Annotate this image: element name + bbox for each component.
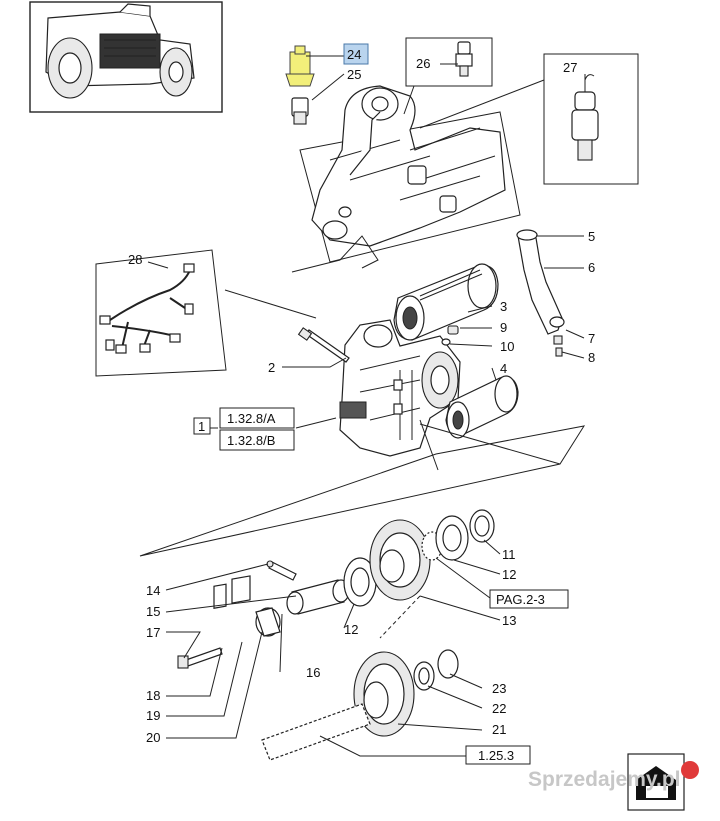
callout-14: 14 xyxy=(146,583,160,598)
callout-25: 25 xyxy=(347,67,361,82)
hydraulic-pump xyxy=(224,235,461,457)
filter-3 xyxy=(393,263,499,341)
ref-box-b xyxy=(219,429,295,451)
inset-part-26 xyxy=(405,37,493,87)
callout-27: 27 xyxy=(563,60,577,75)
callout-9: 9 xyxy=(500,320,507,335)
callout-7: 7 xyxy=(588,331,595,346)
callout-19: 19 xyxy=(146,708,160,723)
callout-23: 23 xyxy=(492,681,506,696)
ref-label-a: 1.32.8/A xyxy=(227,411,276,426)
ref-box-1 xyxy=(193,417,211,435)
callout-12-lower: 12 xyxy=(344,622,358,637)
bolt-2 xyxy=(297,327,350,363)
callout-6: 6 xyxy=(588,260,595,275)
callout-labels: 1 2 3 4 5 6 7 8 9 10 11 12 12 13 14 15 1… xyxy=(128,47,595,745)
callout-22: 22 xyxy=(492,701,506,716)
callout-11: 11 xyxy=(502,547,516,562)
callout-17: 17 xyxy=(146,625,160,640)
ref-box-pag xyxy=(489,589,569,609)
ref-label-b: 1.32.8/B xyxy=(227,433,275,448)
callout-21: 21 xyxy=(492,722,506,737)
callout-18: 18 xyxy=(146,688,160,703)
reference-labels: 1.32.8/A 1.32.8/B PAG.2-3 1.25.3 xyxy=(227,411,545,763)
leader-lines xyxy=(147,55,586,757)
watermark-badge xyxy=(681,761,699,779)
reference-boxes xyxy=(193,43,569,765)
hydraulic-housing xyxy=(299,85,521,263)
callout-3: 3 xyxy=(500,299,507,314)
highlight-24 xyxy=(343,43,369,65)
callout-5: 5 xyxy=(588,229,595,244)
tractor-thumbnail xyxy=(29,1,223,113)
ref-label-pag: PAG.2-3 xyxy=(496,592,545,607)
callout-4: 4 xyxy=(500,361,507,376)
gear-assembly xyxy=(139,425,586,761)
callout-12-upper: 12 xyxy=(502,567,516,582)
callout-15: 15 xyxy=(146,604,160,619)
callout-8: 8 xyxy=(588,350,595,365)
callout-26: 26 xyxy=(416,56,430,71)
pipe-5-6 xyxy=(516,229,565,357)
callout-28: 28 xyxy=(128,252,142,267)
filter-4 xyxy=(445,375,519,439)
next-page-icon[interactable] xyxy=(627,753,685,811)
inset-part-27 xyxy=(543,53,639,185)
callout-24: 24 xyxy=(347,47,361,62)
pressure-sensor-24 xyxy=(285,45,315,125)
callout-2: 2 xyxy=(268,360,275,375)
watermark: Sprzedajemy.pl xyxy=(528,768,681,791)
callout-1: 1 xyxy=(198,419,205,434)
callout-10: 10 xyxy=(500,339,514,354)
callout-16: 16 xyxy=(306,665,320,680)
callout-13: 13 xyxy=(502,613,516,628)
ref-box-shaft xyxy=(465,745,531,765)
callout-20: 20 xyxy=(146,730,160,745)
wiring-harness-28 xyxy=(95,249,227,377)
ref-box-a xyxy=(219,407,295,429)
fitting-9-10 xyxy=(441,325,459,346)
ref-label-shaft: 1.25.3 xyxy=(478,748,514,763)
